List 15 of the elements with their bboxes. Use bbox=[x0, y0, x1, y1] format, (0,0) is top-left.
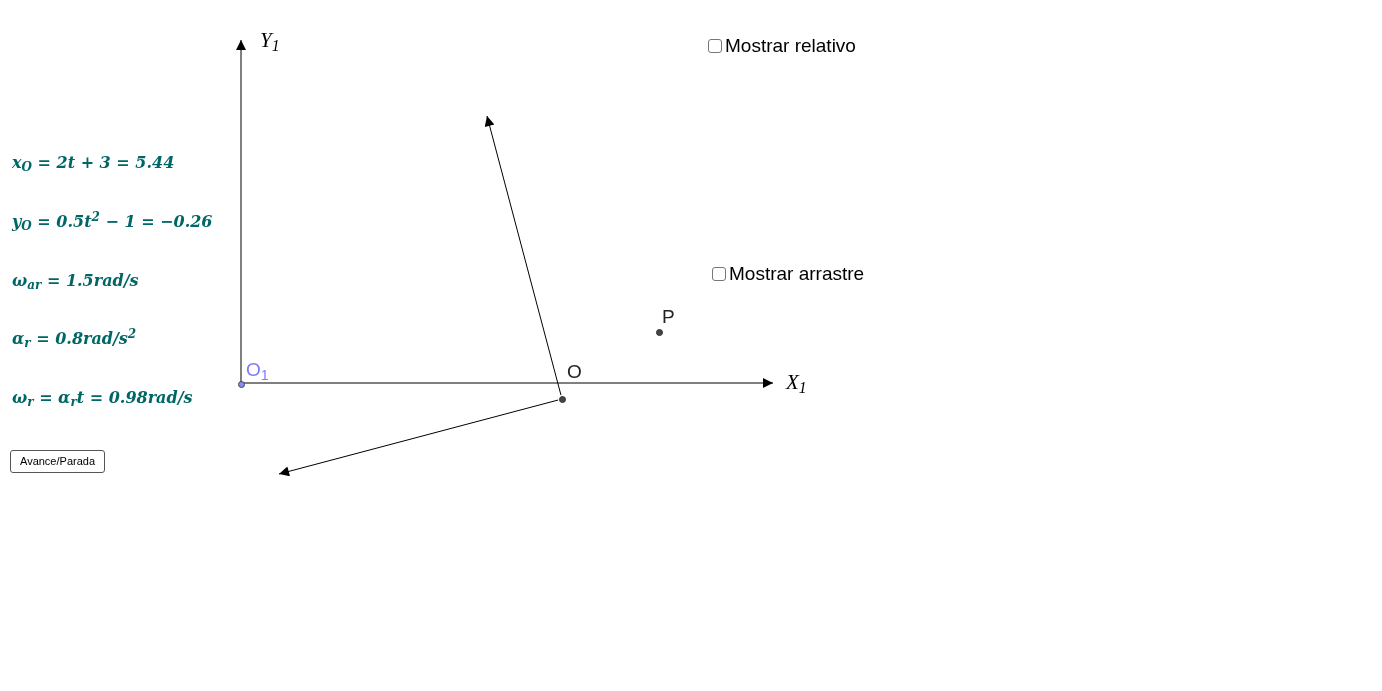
point-label: O$_{1}$ bbox=[246, 360, 269, 379]
axis-label: Y$_{1}$ bbox=[260, 30, 280, 51]
equation: x$_{O}$ = 2t + 3 = 5.44 bbox=[12, 152, 175, 174]
equation: α$_{r}$ = 0.8rad/s$^{2}$ bbox=[12, 328, 137, 350]
axis-label: X$_{1}$ bbox=[786, 372, 807, 393]
point-label: P bbox=[662, 307, 675, 326]
equation: y$_{O}$ = 0.5t$^{2}$ − 1 = −0.26 bbox=[12, 211, 213, 233]
equation: ω$_{r}$ = α$_{r}$t = 0.98rad/s bbox=[12, 387, 193, 409]
checkbox-label: Mostrar relativo bbox=[725, 34, 856, 58]
point-label: O bbox=[567, 362, 582, 381]
vector-arrow bbox=[278, 399, 559, 477]
vector-arrow bbox=[484, 115, 562, 396]
start-stop-button: Avance/Parada bbox=[10, 450, 106, 473]
equation: ω$_{ar}$ = 1.5rad/s bbox=[12, 270, 139, 292]
checkbox-label: Mostrar arrastre bbox=[729, 262, 865, 286]
